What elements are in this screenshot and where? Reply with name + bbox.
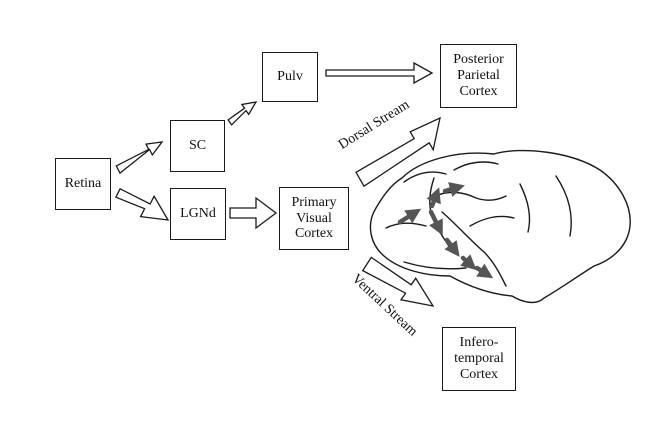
arrow-sc-to-pulv	[227, 101, 258, 126]
brain-arrow-ventral-1	[428, 209, 443, 236]
pulv-box: Pulv	[262, 52, 318, 102]
brain-arrow-dorsal-1	[426, 187, 441, 209]
sc-box: SC	[170, 120, 225, 172]
posterior-parietal-cortex-label: Posterior Parietal Cortex	[453, 52, 504, 99]
posterior-parietal-cortex-box: Posterior Parietal Cortex	[440, 44, 517, 108]
lgnd-box: LGNd	[170, 188, 226, 240]
pulv-label: Pulv	[277, 69, 303, 85]
inferotemporal-cortex-box: Infero- temporal Cortex	[442, 327, 516, 391]
dorsal-stream-label: Dorsal Stream	[336, 97, 412, 152]
arrow-retina-to-lgnd	[115, 187, 170, 221]
arrow-dorsal-stream	[355, 116, 441, 188]
arrow-pulv-to-ppc	[325, 61, 434, 85]
retina-label: Retina	[64, 176, 102, 192]
primary-visual-cortex-box: Primary Visual Cortex	[279, 187, 349, 250]
inferotemporal-cortex-label: Infero- temporal Cortex	[454, 335, 504, 382]
brain-stream-arrows	[397, 182, 494, 279]
brain-arrow-ventral-3	[460, 254, 477, 271]
brain-icon	[369, 149, 631, 304]
lgnd-label: LGNd	[180, 206, 216, 222]
brain-arrow-entry	[397, 208, 422, 225]
primary-visual-cortex-label: Primary Visual Cortex	[291, 194, 337, 242]
sc-label: SC	[188, 138, 207, 154]
arrow-retina-to-sc	[115, 141, 164, 175]
brain-arrow-dorsal-2	[442, 182, 465, 197]
brain-arrow-ventral-2	[444, 237, 460, 257]
arrow-ventral-stream	[361, 256, 435, 307]
retina-box: Retina	[55, 158, 111, 210]
brain-arrow-ventral-4	[474, 263, 494, 279]
arrow-lgnd-to-v1	[229, 196, 278, 230]
